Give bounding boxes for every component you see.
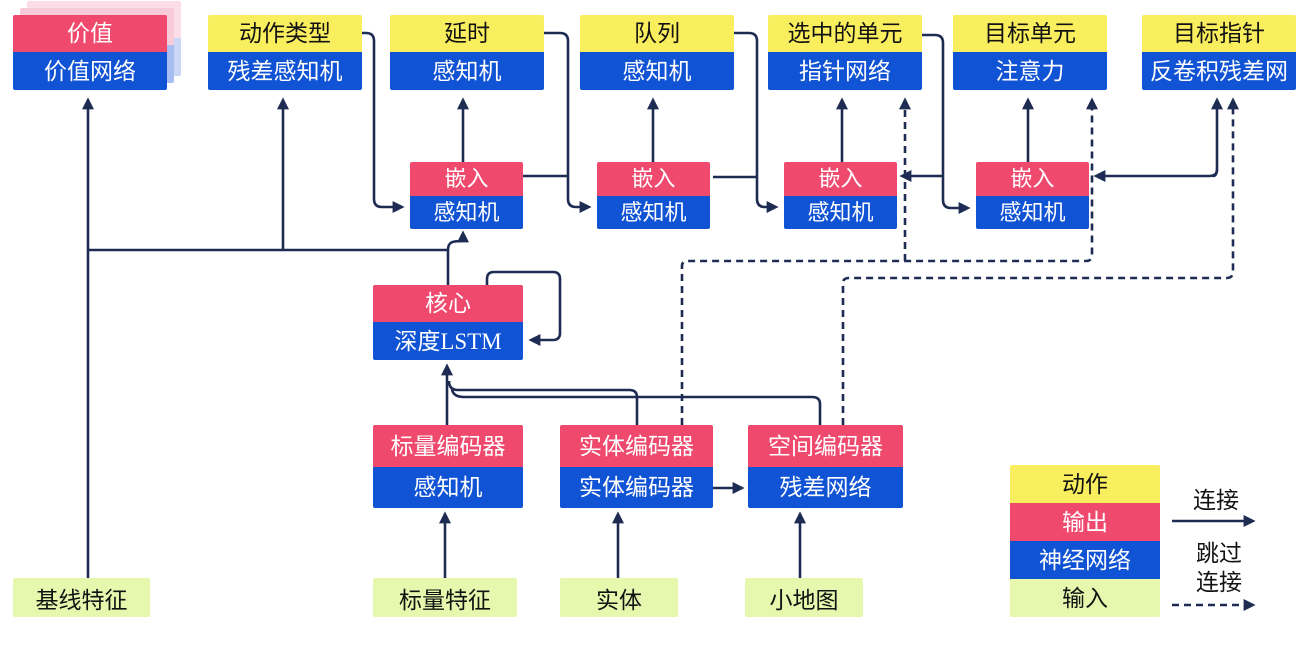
- encoder-scalar: 标量编码器 感知机: [373, 425, 523, 508]
- head-delay: 延时 感知机: [390, 15, 544, 90]
- embed-4-network: 感知机: [976, 196, 1089, 229]
- head-queue: 队列 感知机: [580, 15, 734, 90]
- head-target-unit-network: 注意力: [953, 52, 1107, 90]
- input-baseline-features: 基线特征: [13, 578, 150, 617]
- embed-2-network: 感知机: [597, 196, 710, 229]
- head-target-point: 目标指针 反卷积残差网: [1142, 15, 1296, 90]
- skip-entityenc-to-attention: [680, 97, 1098, 425]
- embed-2: 嵌入 感知机: [597, 162, 710, 229]
- core-network: 深度LSTM: [373, 322, 523, 360]
- head-queue-network: 感知机: [580, 52, 734, 90]
- embed-1: 嵌入 感知机: [410, 162, 523, 229]
- legend-connection-label: 连接: [1193, 488, 1239, 513]
- encoder-spatial-network: 残差网络: [748, 467, 903, 508]
- input-scalar-features: 标量特征: [373, 578, 517, 617]
- encoder-entity: 实体编码器 实体编码器: [560, 425, 713, 508]
- head-target-unit-action: 目标单元: [953, 15, 1107, 52]
- skip-connections: [680, 97, 1256, 611]
- edge-core-to-embed1: [446, 230, 469, 251]
- edge-queue-to-embed3: [734, 31, 779, 213]
- legend-skip-label-line2: 连接: [1196, 570, 1242, 595]
- head-action-type-network: 残差感知机: [208, 52, 362, 90]
- embed-3: 嵌入 感知机: [784, 162, 897, 229]
- core: 核心 深度LSTM: [373, 285, 523, 360]
- embed-4: 嵌入 感知机: [976, 162, 1089, 229]
- head-delay-network: 感知机: [390, 52, 544, 90]
- legend-network: 神经网络: [1010, 541, 1160, 579]
- legend-input: 输入: [1010, 579, 1160, 617]
- input-entities: 实体: [560, 578, 678, 617]
- head-target-point-network: 反卷积残差网: [1142, 52, 1296, 90]
- head-selected-units: 选中的单元 指针网络: [768, 15, 922, 90]
- core-output: 核心: [373, 285, 523, 322]
- head-queue-action: 队列: [580, 15, 734, 52]
- head-delay-action: 延时: [390, 15, 544, 52]
- edge-actiontype-to-embed1: [362, 31, 405, 213]
- head-value-network: 价值网络: [13, 52, 167, 90]
- input-minimap: 小地图: [745, 578, 863, 617]
- edge-back-to-embed4: [1093, 169, 1219, 182]
- head-target-point-action: 目标指针: [1142, 15, 1296, 52]
- embed-1-network: 感知机: [410, 196, 523, 229]
- embed-2-output: 嵌入: [597, 162, 710, 196]
- encoder-scalar-network: 感知机: [373, 467, 523, 508]
- head-target-unit: 目标单元 注意力: [953, 15, 1107, 90]
- embed-3-network: 感知机: [784, 196, 897, 229]
- encoder-spatial: 空间编码器 残差网络: [748, 425, 903, 508]
- edge-delay-to-embed2: [544, 31, 592, 213]
- solid-connections: [82, 31, 1256, 578]
- encoder-scalar-output: 标量编码器: [373, 425, 523, 467]
- edge-embed4-to-deconv: [1211, 97, 1223, 178]
- encoder-entity-output: 实体编码器: [560, 425, 713, 467]
- edge-entityenc-to-core: [447, 380, 639, 425]
- head-value-output: 价值: [13, 15, 167, 52]
- edge-selected-to-embed4: [922, 33, 971, 214]
- embed-1-output: 嵌入: [410, 162, 523, 196]
- embed-4-output: 嵌入: [976, 162, 1089, 196]
- legend-skip-label-line1: 跳过: [1196, 541, 1242, 566]
- legend-color-key: 动作 输出 神经网络 输入: [1010, 465, 1160, 617]
- legend-action: 动作: [1010, 465, 1160, 503]
- encoder-entity-network: 实体编码器: [560, 467, 713, 508]
- head-selected-units-action: 选中的单元: [768, 15, 922, 52]
- edge-lstm-self-loop: [485, 270, 562, 346]
- skip-spatialenc-to-deconv: [841, 97, 1239, 425]
- head-action-type-action: 动作类型: [208, 15, 362, 52]
- encoder-spatial-output: 空间编码器: [748, 425, 903, 467]
- head-value: 价值 价值网络: [13, 15, 167, 90]
- embed-3-output: 嵌入: [784, 162, 897, 196]
- head-action-type: 动作类型 残差感知机: [208, 15, 362, 90]
- head-selected-units-network: 指针网络: [768, 52, 922, 90]
- legend-output: 输出: [1010, 503, 1160, 541]
- edge-spatialenc-to-core: [450, 388, 822, 425]
